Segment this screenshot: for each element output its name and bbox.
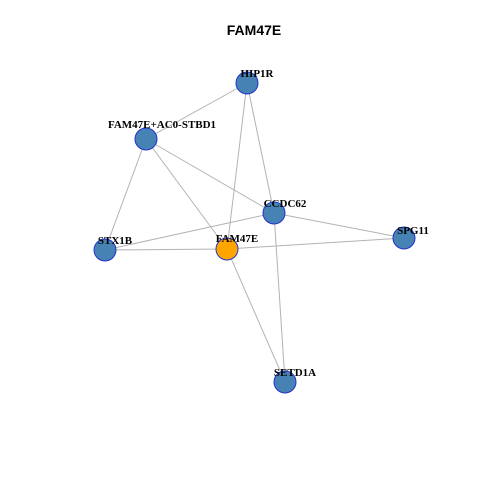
edge-hip1r-ccdc62	[246, 82, 275, 214]
edge-stx1b-fam47e	[104, 248, 228, 251]
node-label-setd1a: SETD1A	[274, 367, 316, 379]
edge-ccdc62-stx1b	[104, 212, 275, 251]
node-hip1r[interactable]	[235, 71, 259, 95]
edge-hip1r-fam47e-ac0-stbd1	[145, 82, 248, 140]
nodes-layer	[93, 71, 416, 394]
edges-layer	[104, 82, 405, 383]
graph-title: FAM47E	[227, 22, 281, 38]
node-fam47e-ac0-stbd1[interactable]	[134, 127, 158, 151]
edge-hip1r-fam47e	[226, 82, 248, 250]
node-label-ccdc62: CCDC62	[264, 198, 307, 210]
edge-ccdc62-spg11	[273, 212, 405, 239]
node-setd1a[interactable]	[273, 370, 297, 394]
edge-fam47e-setd1a	[226, 248, 286, 383]
node-spg11[interactable]	[392, 226, 416, 250]
node-label-spg11: SPG11	[397, 225, 429, 237]
node-fam47e[interactable]	[215, 237, 239, 261]
node-label-hip1r: HIP1R	[241, 68, 275, 80]
node-label-stx1b: STX1B	[98, 235, 133, 247]
node-label-fam47e-ac0-stbd1: FAM47E+AC0-STBD1	[108, 119, 216, 131]
edge-fam47e-ac0-stbd1-ccdc62	[145, 138, 275, 214]
edge-fam47e-ac0-stbd1-fam47e	[145, 138, 228, 250]
node-label-fam47e: FAM47E	[216, 233, 259, 245]
node-ccdc62[interactable]	[262, 201, 286, 225]
edge-fam47e-ac0-stbd1-stx1b	[104, 138, 147, 251]
edge-ccdc62-setd1a	[273, 212, 286, 383]
node-stx1b[interactable]	[93, 238, 117, 262]
edge-fam47e-spg11	[226, 237, 405, 250]
